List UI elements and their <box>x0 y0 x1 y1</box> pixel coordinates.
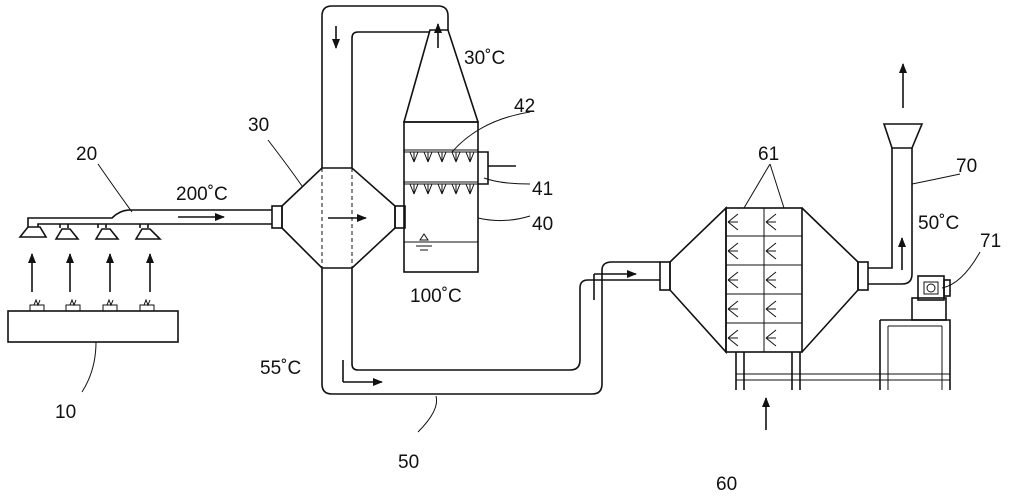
label-61: 61 <box>758 144 779 165</box>
label-71: 71 <box>980 231 1001 252</box>
temp-200c: 200˚C <box>176 184 228 205</box>
label-70: 70 <box>956 156 977 177</box>
label-50: 50 <box>398 452 419 473</box>
label-41: 41 <box>532 179 553 200</box>
temp-50c: 50˚C <box>918 213 959 234</box>
temp-30c: 30˚C <box>464 48 505 69</box>
leader-lines <box>82 112 980 432</box>
label-30: 30 <box>248 115 269 136</box>
rising-arrows <box>32 254 150 292</box>
temp-100c: 100˚C <box>410 286 462 307</box>
callout-labels: 10 20 30 40 41 42 50 60 61 70 71 <box>55 96 1001 495</box>
temperature-labels: 200˚C 30˚C 100˚C 55˚C 50˚C <box>176 48 959 379</box>
connecting-pipe-50 <box>322 262 660 394</box>
temp-55c: 55˚C <box>260 358 301 379</box>
exhaust-duct-20 <box>20 206 282 239</box>
label-40: 40 <box>532 214 553 235</box>
label-10: 10 <box>55 402 76 423</box>
label-42: 42 <box>514 96 535 117</box>
filter-housing-60 <box>660 208 950 430</box>
fan-motor-71 <box>918 276 950 300</box>
label-60: 60 <box>716 474 737 495</box>
source-machine-10 <box>8 300 178 342</box>
label-20: 20 <box>76 144 97 165</box>
